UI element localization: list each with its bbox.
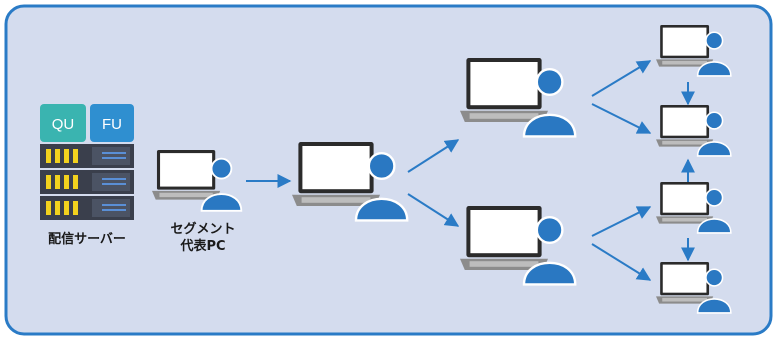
- user-body: [696, 141, 732, 157]
- user-body: [696, 61, 732, 77]
- laptop-keyboard: [662, 60, 707, 65]
- user-body: [354, 197, 409, 222]
- laptop-display: [662, 27, 707, 56]
- user-head: [705, 111, 724, 130]
- laptop-user-icon: [460, 206, 577, 286]
- user-body: [696, 298, 732, 314]
- laptop-user-icon: [152, 150, 243, 212]
- laptop-display: [662, 107, 707, 136]
- user-head: [705, 188, 724, 207]
- segment-pc-label: セグメント 代表PC: [150, 221, 256, 255]
- server-icon: [40, 144, 134, 220]
- laptop-keyboard: [662, 217, 707, 222]
- server-unit: [40, 196, 134, 220]
- laptop-display: [302, 146, 370, 190]
- arrow-icon: [407, 139, 460, 173]
- laptop-keyboard: [159, 192, 213, 198]
- user-head: [705, 268, 724, 287]
- user-head: [535, 216, 564, 245]
- server-unit: [40, 170, 134, 194]
- segment-pc-label-line2: 代表PC: [180, 239, 226, 254]
- laptop-keyboard: [469, 113, 539, 119]
- user-head: [705, 31, 724, 50]
- laptop-display: [662, 264, 707, 293]
- server-label: 配信サーバー: [48, 232, 126, 247]
- arrow-icon: [407, 193, 460, 227]
- fu-badge: FU: [90, 104, 134, 142]
- segment-pc-label-line1: セグメント: [170, 222, 236, 237]
- arrow-icon: [591, 60, 652, 97]
- user-body: [522, 113, 577, 138]
- user-head: [367, 152, 396, 181]
- laptop-user-icon: [292, 142, 409, 222]
- laptop-keyboard: [301, 197, 371, 203]
- laptop-nodes: [152, 25, 732, 314]
- arrow-icon: [591, 103, 652, 134]
- laptop-user-icon: [656, 105, 732, 157]
- laptop-user-icon: [460, 58, 577, 138]
- laptop-user-icon: [656, 182, 732, 234]
- laptop-display: [662, 184, 707, 213]
- laptop-user-icon: [656, 25, 732, 77]
- laptop-keyboard: [469, 261, 539, 267]
- laptop-display: [470, 210, 538, 254]
- user-head: [210, 157, 233, 180]
- user-body: [522, 261, 577, 286]
- qu-badge-text: QU: [52, 116, 75, 133]
- laptop-keyboard: [662, 140, 707, 145]
- fu-badge-text: FU: [102, 116, 122, 133]
- server-unit: [40, 144, 134, 168]
- arrow-icon: [591, 243, 652, 281]
- laptop-keyboard: [662, 297, 707, 302]
- laptop-display: [160, 153, 213, 187]
- laptop-user-icon: [656, 262, 732, 314]
- laptop-display: [470, 62, 538, 106]
- arrow-icon: [591, 206, 652, 237]
- qu-badge: QU: [40, 104, 86, 142]
- user-body: [200, 193, 243, 212]
- arrows: [246, 60, 695, 281]
- user-head: [535, 68, 564, 97]
- user-body: [696, 218, 732, 234]
